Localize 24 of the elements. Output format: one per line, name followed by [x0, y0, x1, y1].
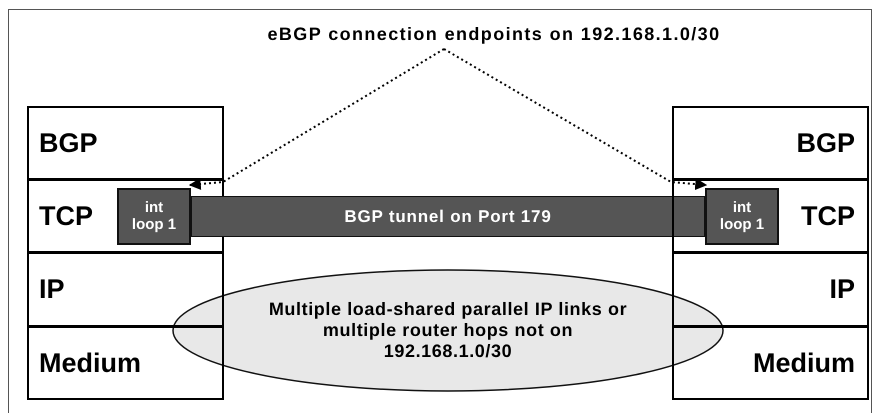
heading-text: eBGP connection endpoints on 192.168.1.0/30 — [266, 24, 722, 46]
protocol-layer-box — [672, 106, 869, 180]
layer-label: IP — [39, 274, 65, 305]
dotted-arrow — [444, 48, 708, 190]
interface-label: int loop 1 — [130, 200, 178, 233]
layer-label: Medium — [752, 348, 855, 378]
layer-label: IP — [829, 274, 855, 305]
note-text: Multiple load-shared parallel IP links or multiple router hops not on 192.168.1.0/30 — [268, 299, 628, 362]
dotted-arrow — [188, 48, 445, 190]
protocol-layer-box — [672, 179, 869, 253]
tunnel-bar — [191, 196, 705, 237]
layer-label: Medium — [39, 348, 142, 378]
interface-box — [705, 188, 779, 245]
tunnel-label: BGP tunnel on Port 179 — [344, 206, 552, 226]
interface-label: int loop 1 — [718, 200, 766, 233]
layer-label: BGP — [39, 128, 98, 158]
protocol-layer-box — [672, 326, 869, 400]
interface-box — [117, 188, 191, 245]
protocol-layer-box — [27, 106, 224, 180]
protocol-layer-box — [27, 326, 224, 400]
layer-label: BGP — [796, 128, 855, 158]
layer-label: TCP — [39, 200, 93, 232]
layer-label: TCP — [801, 200, 855, 232]
protocol-layer-box — [672, 252, 869, 327]
